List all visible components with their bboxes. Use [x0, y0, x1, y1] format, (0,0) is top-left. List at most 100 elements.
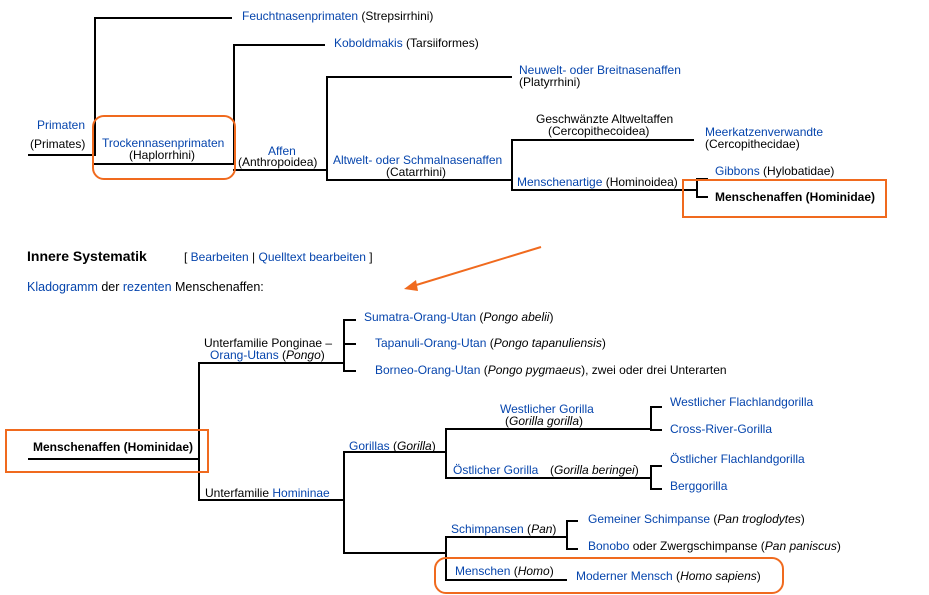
pygmaeus-species: Pongo pygmaeus	[487, 363, 582, 377]
tree-line	[650, 465, 652, 490]
haplorrhini-label: (Haplorrhini)	[129, 148, 196, 162]
gorillas-link[interactable]: Gorillas	[349, 439, 390, 453]
abelii-link[interactable]: Sumatra-Orang-Utan	[364, 310, 477, 324]
tarsiiformes-link[interactable]: Koboldmakis	[334, 36, 403, 50]
rezenten-link[interactable]: rezenten	[122, 280, 172, 294]
anthropoidea-label: (Anthropoidea)	[238, 155, 318, 169]
troglodytes-link[interactable]: Gemeiner Schimpanse	[588, 512, 711, 526]
ogorilla-species: Gorilla beringei	[554, 463, 635, 477]
tree-line	[511, 189, 696, 191]
pygmaeus-node: Borneo-Orang-Utan (Pongo pygmaeus), zwei…	[375, 364, 727, 377]
bonobo-link[interactable]: Bonobo	[588, 539, 630, 553]
sapiens-node: Moderner Mensch (Homo sapiens)	[576, 570, 761, 583]
platyrrhini-label: (Platyrrhini)	[519, 75, 581, 89]
pygmaeus-open: (	[480, 363, 488, 377]
pygmaeus-link[interactable]: Borneo-Orang-Utan	[375, 363, 481, 377]
tree-line	[343, 451, 345, 554]
tree-line	[445, 477, 651, 479]
tapanuliensis-species: Pongo tapanuliensis	[493, 336, 602, 350]
haplorrhini-link[interactable]: Trockennasenprimaten	[102, 136, 225, 150]
highlight-hominidae-root	[5, 429, 209, 473]
pongo-node: Orang-Utans (Pongo)	[210, 349, 325, 362]
gorillas-node: Gorillas (Gorilla)	[349, 440, 436, 453]
highlight-homo	[434, 557, 784, 594]
gorillas-close: )	[431, 439, 436, 453]
tree-line	[343, 319, 356, 321]
gorillas-open: (	[389, 439, 398, 453]
tree-line	[326, 76, 512, 78]
cercopithecidae-label: (Cercopithecidae)	[705, 137, 800, 151]
edit-link[interactable]: Bearbeiten	[190, 250, 249, 264]
hominidae-label-root: Menschenaffen (Hominidae)	[33, 440, 194, 454]
hylobatidae-link[interactable]: Gibbons	[715, 164, 760, 178]
bonobo-close: )	[836, 539, 841, 553]
homininae-node: Unterfamilie Homininae	[205, 487, 330, 500]
homininae-link[interactable]: Homininae	[272, 486, 330, 500]
tapanuliensis-link[interactable]: Tapanuli-Orang-Utan	[375, 336, 487, 350]
hylobatidae-label: (Hylobatidae)	[759, 164, 835, 178]
homo-link[interactable]: Menschen	[455, 564, 511, 578]
tree-line	[511, 139, 513, 191]
hominoidea-link[interactable]: Menschenartige	[517, 175, 603, 189]
source-edit-link[interactable]: Quelltext bearbeiten	[258, 250, 366, 264]
sapiens-close: )	[756, 569, 761, 583]
pongo-genus: Pongo	[286, 348, 321, 362]
sapiens-open: (	[672, 569, 681, 583]
bonobo-mid: oder Zwergschimpanse (	[629, 539, 765, 553]
sapiens-link[interactable]: Moderner Mensch	[576, 569, 673, 583]
crossriver-link[interactable]: Cross-River-Gorilla	[670, 422, 773, 436]
tree-line	[233, 44, 325, 46]
ogorilla-sci: (Gorilla beringei)	[550, 464, 639, 477]
wflach-link[interactable]: Westlicher Flachlandgorilla	[670, 395, 814, 409]
tree-line	[233, 169, 327, 171]
tree-line	[343, 451, 446, 453]
bonobo-species: Pan paniscus	[764, 539, 837, 553]
abelii-species: Pongo abelii	[483, 310, 550, 324]
platyrrhini-link[interactable]: Neuwelt- oder Breitnasenaffen	[519, 63, 681, 77]
tree-line	[343, 370, 356, 372]
tree-line	[650, 406, 652, 431]
hominidae-label-top: Menschenaffen (Hominidae)	[715, 190, 876, 204]
tree-line	[326, 179, 512, 181]
tree-line	[566, 520, 578, 522]
catarrhini-link[interactable]: Altwelt- oder Schmalnasenaffen	[333, 153, 503, 167]
oflach-link[interactable]: Östlicher Flachlandgorilla	[670, 452, 805, 466]
strepsirrhini-label: (Strepsirrhini)	[358, 9, 434, 23]
wgorilla-species: Gorilla gorilla	[509, 414, 580, 428]
highlight-hominidae-top	[682, 179, 887, 218]
pongo-open: (	[278, 348, 287, 362]
tapanuliensis-node: Tapanuli-Orang-Utan (Pongo tapanuliensis…	[375, 337, 606, 350]
pan-link[interactable]: Schimpansen	[451, 522, 524, 536]
affen-link[interactable]: Affen	[268, 144, 296, 158]
wgorilla-open: (	[505, 414, 509, 428]
strepsirrhini-link[interactable]: Feuchtnasenprimaten	[242, 9, 359, 23]
tree-line	[650, 429, 662, 431]
edit-separator: |	[248, 250, 259, 264]
tarsiiformes-label: (Tarsiiformes)	[402, 36, 479, 50]
troglodytes-node: Gemeiner Schimpanse (Pan troglodytes)	[588, 513, 805, 526]
cercopithecidae-link[interactable]: Meerkatzenverwandte	[705, 125, 824, 139]
pongo-link[interactable]: Orang-Utans	[210, 348, 279, 362]
ogorilla-close: )	[634, 463, 639, 477]
tree-line	[696, 196, 708, 198]
tree-line	[28, 154, 95, 156]
berg-link[interactable]: Berggorilla	[670, 479, 728, 493]
wgorilla-link[interactable]: Westlicher Gorilla	[500, 402, 594, 416]
tree-line	[94, 17, 96, 156]
tree-line	[198, 362, 344, 364]
abelii-open: (	[476, 310, 484, 324]
tree-line	[696, 178, 698, 198]
ogorilla-link[interactable]: Östlicher Gorilla	[453, 463, 539, 477]
tapanuliensis-close: )	[601, 336, 606, 350]
abelii-close: )	[549, 310, 554, 324]
kladogramm-link[interactable]: Kladogramm	[27, 280, 98, 294]
tree-line	[445, 428, 447, 479]
strepsirrhini-node: Feuchtnasenprimaten (Strepsirrhini)	[242, 10, 433, 23]
tree-line	[198, 499, 344, 501]
hominoidea-node: Menschenartige (Hominoidea)	[517, 176, 678, 189]
wgorilla-sci: (Gorilla gorilla)	[505, 415, 583, 428]
primaten-link[interactable]: Primaten	[37, 118, 86, 132]
tree-line	[650, 488, 662, 490]
hominoidea-label: (Hominoidea)	[602, 175, 678, 189]
